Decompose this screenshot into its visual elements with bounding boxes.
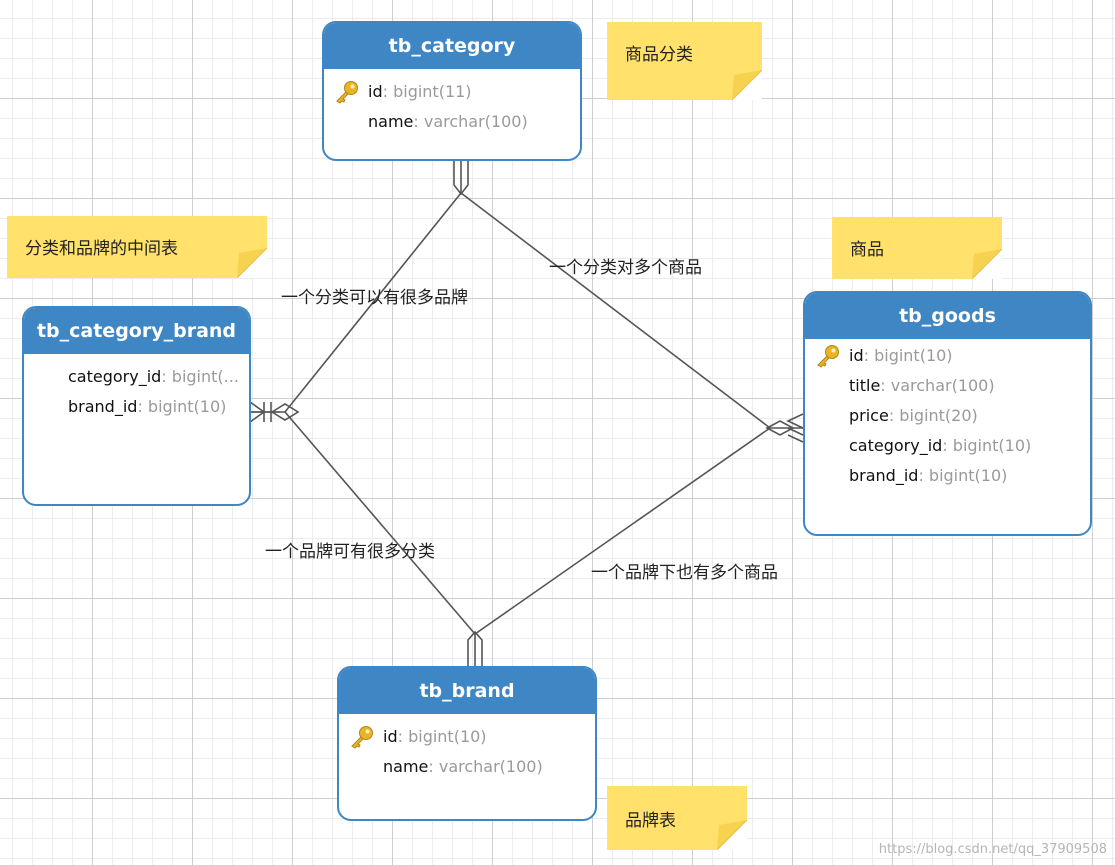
- field-type: : bigint(20): [888, 406, 978, 425]
- crowsfoot-category-brand-icon: [249, 401, 280, 423]
- note-fold-icon: [732, 70, 762, 100]
- field-name: id: [849, 346, 864, 365]
- field-name: brand_id: [849, 466, 919, 485]
- field-name: name: [383, 757, 429, 776]
- field-type: : bigint(10): [137, 397, 227, 416]
- connector-category-icon: [453, 160, 469, 196]
- relation-label-brand-goods: 一个品牌下也有多个商品: [591, 563, 778, 583]
- field-row[interactable]: name: varchar(100): [324, 107, 580, 137]
- edge-brand-to-goods[interactable]: [474, 427, 771, 635]
- key-icon: [351, 726, 373, 749]
- field-row[interactable]: category_id: bigint(10): [805, 431, 1090, 461]
- field-type: : bigint(10): [397, 727, 487, 746]
- field-type: : bigint(10): [942, 436, 1032, 455]
- note-brand[interactable]: 品牌表: [607, 786, 747, 850]
- field-type: : bigint(...: [161, 367, 239, 386]
- entity-tb-category[interactable]: tb_category id: bigint(11) name: varchar…: [322, 21, 582, 161]
- field-name: name: [368, 112, 414, 131]
- watermark: https://blog.csdn.net/qq_37909508: [878, 842, 1107, 857]
- field-row[interactable]: id: bigint(10): [339, 722, 595, 752]
- connector-right-diamond-icon: [765, 420, 795, 436]
- field-name: title: [849, 376, 881, 395]
- field-name: price: [849, 406, 889, 425]
- edge-category-to-goods[interactable]: [460, 192, 803, 429]
- field-row[interactable]: price: bigint(20): [805, 401, 1090, 431]
- relation-label-category-goods: 一个分类对多个商品: [549, 258, 702, 278]
- connector-left-diamond-icon: [270, 403, 300, 421]
- entity-tb-goods[interactable]: tb_goods id: bigint(10) title: varchar(1…: [803, 291, 1092, 536]
- entity-tb-category-brand[interactable]: tb_category_brand category_id: bigint(..…: [22, 306, 251, 506]
- field-type: : varchar(100): [880, 376, 995, 395]
- note-text: 商品分类: [625, 45, 693, 65]
- field-type: : bigint(10): [918, 466, 1008, 485]
- note-text: 商品: [850, 240, 884, 260]
- note-text: 品牌表: [625, 811, 676, 831]
- entity-title: tb_goods: [805, 293, 1090, 339]
- field-type: : bigint(11): [382, 82, 472, 101]
- key-icon: [336, 81, 358, 104]
- key-icon: [817, 345, 839, 368]
- field-row[interactable]: brand_id: bigint(10): [24, 392, 249, 422]
- field-row[interactable]: category_id: bigint(...: [24, 362, 249, 392]
- note-fold-icon: [717, 820, 747, 850]
- note-fold-icon: [237, 248, 267, 278]
- field-type: : bigint(10): [863, 346, 953, 365]
- field-type: : varchar(100): [428, 757, 543, 776]
- entity-title: tb_category_brand: [24, 308, 249, 354]
- note-text: 分类和品牌的中间表: [25, 239, 178, 259]
- entity-tb-brand[interactable]: tb_brand id: bigint(10) name: varchar(10…: [337, 666, 597, 821]
- relation-label-category-brand: 一个分类可以有很多品牌: [281, 288, 468, 308]
- field-name: id: [383, 727, 398, 746]
- field-name: category_id: [68, 367, 162, 386]
- relation-label-brand-category: 一个品牌可有很多分类: [265, 542, 435, 562]
- note-category[interactable]: 商品分类: [607, 22, 762, 100]
- connector-brand-icon: [467, 630, 483, 666]
- field-row[interactable]: brand_id: bigint(10): [805, 461, 1090, 491]
- field-row[interactable]: name: varchar(100): [339, 752, 595, 782]
- note-category-brand[interactable]: 分类和品牌的中间表: [7, 216, 267, 278]
- entity-title: tb_brand: [339, 668, 595, 714]
- field-name: category_id: [849, 436, 943, 455]
- field-name: id: [368, 82, 383, 101]
- edge-brand-to-category-brand[interactable]: [284, 411, 476, 635]
- note-fold-icon: [972, 249, 1002, 279]
- field-name: brand_id: [68, 397, 138, 416]
- field-row[interactable]: id: bigint(10): [805, 341, 1090, 371]
- entity-title: tb_category: [324, 23, 580, 69]
- field-type: : varchar(100): [413, 112, 528, 131]
- note-goods[interactable]: 商品: [832, 217, 1002, 279]
- field-row[interactable]: id: bigint(11): [324, 77, 580, 107]
- field-row[interactable]: title: varchar(100): [805, 371, 1090, 401]
